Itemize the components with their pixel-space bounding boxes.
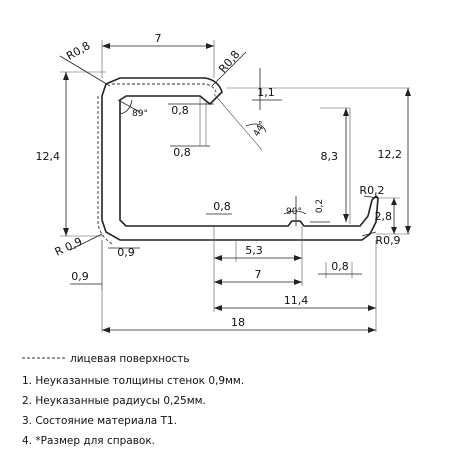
dim-radius-top-left: R0,8 xyxy=(64,39,92,63)
dim-width-11-4: 11,4 xyxy=(284,294,309,307)
dimension-lines xyxy=(59,43,411,333)
dim-width-18: 18 xyxy=(231,316,245,329)
dim-height-right: 12,2 xyxy=(378,148,403,161)
dim-top-width: 7 xyxy=(155,32,162,45)
note-3: 3. Состояние материала Т1. xyxy=(22,415,177,427)
dim-width-5-3: 5,3 xyxy=(245,244,263,257)
dim-angle-groove: 90° xyxy=(286,207,302,217)
dim-thickness-bottom: 0,9 xyxy=(117,246,135,259)
dim-thickness-inner-top: 0,8 xyxy=(171,104,189,117)
notes-block: лицевая поверхность 1. Неуказанные толщи… xyxy=(22,353,244,447)
dim-radius-right-tip: R0,2 xyxy=(359,184,384,197)
dim-height-left: 12,4 xyxy=(36,150,61,163)
note-4: 4. *Размер для справок. xyxy=(22,435,155,447)
dim-height-right-tip: 2,8 xyxy=(375,210,393,223)
dim-thickness-inner-mid: 0,8 xyxy=(173,146,191,159)
dim-thickness-left: 0,9 xyxy=(71,270,89,283)
dim-offset-top: 1,1 xyxy=(257,86,275,99)
note-2: 2. Неуказанные радиусы 0,25мм. xyxy=(22,395,206,407)
dim-radius-right-bottom: R0,9 xyxy=(375,234,400,247)
dim-angle-bevel: 44° xyxy=(252,120,269,139)
dim-radius-top-right: R0,8 xyxy=(216,48,242,76)
dim-width-7: 7 xyxy=(255,268,262,281)
dim-angle-top-left: 89° xyxy=(132,109,148,119)
legend-face-surface: лицевая поверхность xyxy=(70,353,190,365)
dim-thickness-step: 0,8 xyxy=(213,200,231,213)
dim-groove-depth: 0,2 xyxy=(315,199,325,213)
dim-width-0-8: 0,8 xyxy=(331,260,349,273)
note-1: 1. Неуказанные толщины стенок 0,9мм. xyxy=(22,375,244,387)
dimension-labels: 7 R0,8 R0,8 89° 0,8 0,8 1,1 44° 8,3 12,4… xyxy=(36,32,403,329)
dim-radius-bottom-left: R 0,9 xyxy=(53,235,84,259)
dim-height-inner: 8,3 xyxy=(321,150,339,163)
